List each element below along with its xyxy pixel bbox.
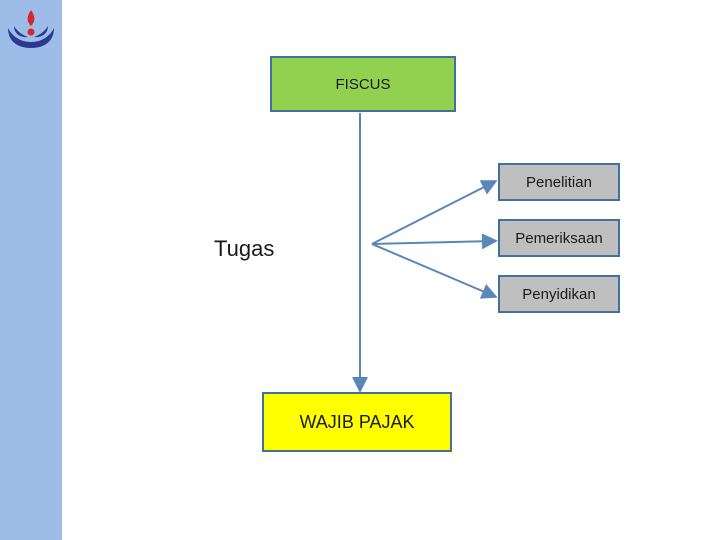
task-box-pemeriksaan: Pemeriksaan [498, 219, 620, 257]
emblem-logo-icon [8, 10, 54, 48]
task-label: Penelitian [526, 173, 592, 191]
tugas-to-pemeriksaan-arrow [371, 233, 498, 250]
tugas-to-penyidikan-arrow [371, 243, 498, 299]
task-box-penyidikan: Penyidikan [498, 275, 620, 313]
wajib-pajak-label: WAJIB PAJAK [299, 411, 415, 432]
left-sidebar-band [0, 0, 62, 540]
tugas-to-penelitian-arrow [371, 180, 498, 245]
task-label: Pemeriksaan [515, 229, 603, 247]
task-box-penelitian: Penelitian [498, 163, 620, 201]
tugas-label: Tugas [214, 236, 275, 261]
wajib-pajak-box: WAJIB PAJAK [262, 392, 452, 452]
task-label: Penyidikan [522, 285, 596, 303]
fiscus-box: FISCUS [270, 56, 456, 112]
fiscus-label: FISCUS [335, 75, 391, 93]
